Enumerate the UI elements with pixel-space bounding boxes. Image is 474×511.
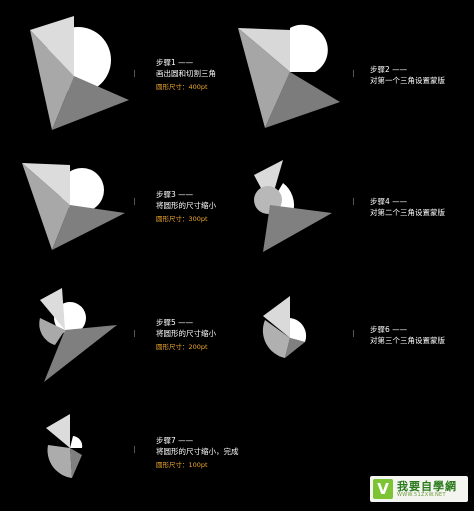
step-description: 将圆形的尺寸缩小，完成 (156, 447, 239, 456)
divider (353, 330, 354, 337)
step-6-caption: 步骤6 —— 对第三个三角设置蒙版 (370, 324, 445, 346)
step-description: 对第一个三角设置蒙版 (370, 76, 445, 85)
circle-size: 圆形尺寸：100pt (156, 461, 208, 469)
step-description: 对第三个三角设置蒙版 (370, 336, 445, 345)
circle-size: 圆形尺寸：400pt (156, 83, 208, 91)
step-title: 步骤1 —— (156, 58, 194, 67)
step-title: 步骤3 —— (156, 190, 194, 199)
step-2-caption: 步骤2 —— 对第一个三角设置蒙版 (370, 64, 445, 86)
circle-size: 圆形尺寸：300pt (156, 215, 208, 223)
step3-illustration (22, 163, 125, 250)
logo-url: WWW.51ZXW.NET (397, 492, 446, 498)
step7-illustration (46, 414, 83, 478)
step-title: 步骤7 —— (156, 436, 194, 445)
divider (353, 198, 354, 205)
circle-size: 圆形尺寸：200pt (156, 343, 208, 351)
step-description: 将圆形的尺寸缩小 (156, 329, 216, 338)
step-title: 步骤2 —— (370, 65, 408, 74)
site-logo: V 我要自學網 WWW.51ZXW.NET (370, 476, 468, 502)
step6-illustration (262, 296, 307, 358)
step5-illustration (39, 288, 117, 382)
divider (134, 198, 135, 205)
step-description: 对第二个三角设置蒙版 (370, 208, 445, 217)
step-4-caption: 步骤4 —— 对第二个三角设置蒙版 (370, 196, 445, 218)
step-title: 步骤6 —— (370, 325, 408, 334)
step-7-caption: 步骤7 —— 将圆形的尺寸缩小，完成 圆形尺寸：100pt (156, 435, 239, 471)
step4-illustration (254, 160, 332, 252)
step-1-caption: 步骤1 —— 画出圆和切割三角 圆形尺寸：400pt (156, 57, 216, 93)
divider (353, 70, 354, 77)
logo-mark: V (373, 479, 393, 499)
step-description: 将圆形的尺寸缩小 (156, 201, 216, 210)
step-3-caption: 步骤3 —— 将圆形的尺寸缩小 圆形尺寸：300pt (156, 189, 216, 225)
divider (134, 446, 135, 453)
step1-illustration (30, 16, 129, 130)
logo-name: 我要自學網 (397, 480, 457, 493)
step-5-caption: 步骤5 —— 将圆形的尺寸缩小 圆形尺寸：200pt (156, 317, 216, 353)
step-title: 步骤4 —— (370, 197, 408, 206)
step-description: 画出圆和切割三角 (156, 69, 216, 78)
divider (134, 330, 135, 337)
divider (134, 70, 135, 77)
step-title: 步骤5 —— (156, 318, 194, 327)
step2-illustration (238, 24, 340, 128)
